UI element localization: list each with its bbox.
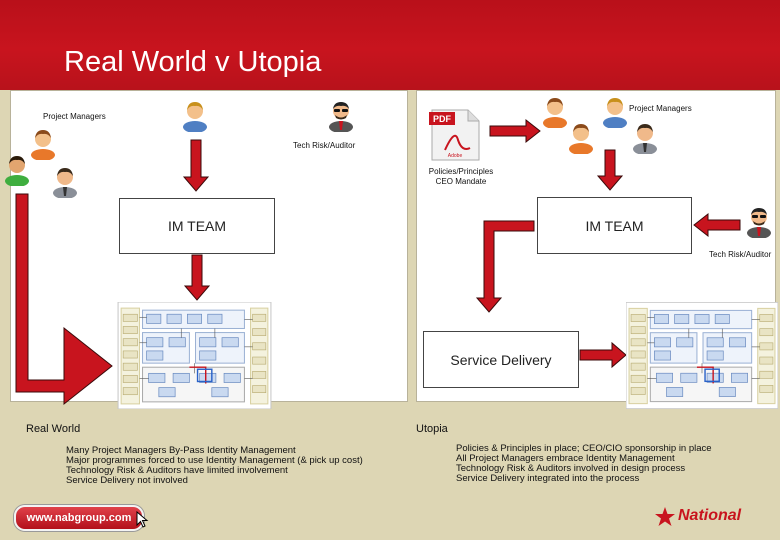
policies-line-1: Policies/Principles [428,167,494,176]
person-icon [31,130,55,160]
person-icon [183,102,207,132]
arrow-service-delivery-to-diagram [579,341,627,369]
service-delivery-box: Service Delivery [423,331,579,388]
arrow-pm-to-imteam-left [182,139,210,192]
person-icon [633,124,657,154]
person-icon [53,168,77,198]
national-logo: National [654,506,764,528]
architecture-diagram-thumbnail-right [626,302,778,409]
policies-label: Policies/Principles CEO Mandate [417,167,505,187]
arrow-imteam-to-diagram-left [183,254,211,301]
tech-risk-label-right: Tech Risk/Auditor [709,250,772,259]
pdf-brand-text: Adobe [448,153,463,159]
real-world-note: Technology Risk & Auditors have limited … [66,465,288,476]
page-title: Real World v Utopia [64,46,322,78]
project-managers-label-right: Project Managers [629,104,692,113]
real-world-note: Service Delivery not involved [66,475,188,486]
architecture-diagram-thumbnail-left [117,302,272,409]
real-world-note: Many Project Managers By-Pass Identity M… [66,445,296,456]
star-logo-icon [655,507,675,526]
title-banner: Real World v Utopia [0,0,780,90]
utopia-notes: Policies & Principles in place; CEO/CIO … [456,444,712,484]
arrow-imteam-to-service-delivery [475,220,535,313]
arrow-auditor-to-imteam [693,212,741,238]
arrow-pdf-to-pm [489,118,541,144]
arrow-pm-to-imteam-right [596,149,624,191]
person-icon [5,156,29,186]
nabgroup-link-button[interactable]: www.nabgroup.com [14,505,144,531]
real-world-note: Major programmes forced to use Identity … [66,455,363,466]
utopia-note: Service Delivery integrated into the pro… [456,473,640,484]
utopia-note: All Project Managers embrace Identity Ma… [456,453,675,464]
pdf-icon: PDF Adobe [429,109,480,161]
person-icon [569,124,593,154]
tech-risk-label-left: Tech Risk/Auditor [293,141,356,150]
auditor-icon [747,208,771,238]
person-icon [603,98,627,128]
im-team-box-right: IM TEAM [537,197,692,254]
utopia-heading: Utopia [416,423,448,435]
utopia-note: Policies & Principles in place; CEO/CIO … [456,443,712,454]
project-managers-label-left: Project Managers [43,112,106,121]
national-logo-text: National [678,507,742,524]
policies-line-2: CEO Mandate [435,177,487,186]
utopia-note: Technology Risk & Auditors involved in d… [456,463,686,474]
auditor-icon [329,102,353,132]
right-flow-arrows [475,118,741,369]
cursor-icon [136,511,149,528]
real-world-heading: Real World [26,423,81,435]
pdf-icon-text: PDF [433,114,452,124]
im-team-box-left: IM TEAM [119,198,275,254]
real-world-notes: Many Project Managers By-Pass Identity M… [66,446,363,486]
person-icon [543,98,567,128]
arrow-bypass-left [15,193,113,406]
left-flow-arrows [15,139,211,406]
nabgroup-link-text: www.nabgroup.com [26,512,132,524]
